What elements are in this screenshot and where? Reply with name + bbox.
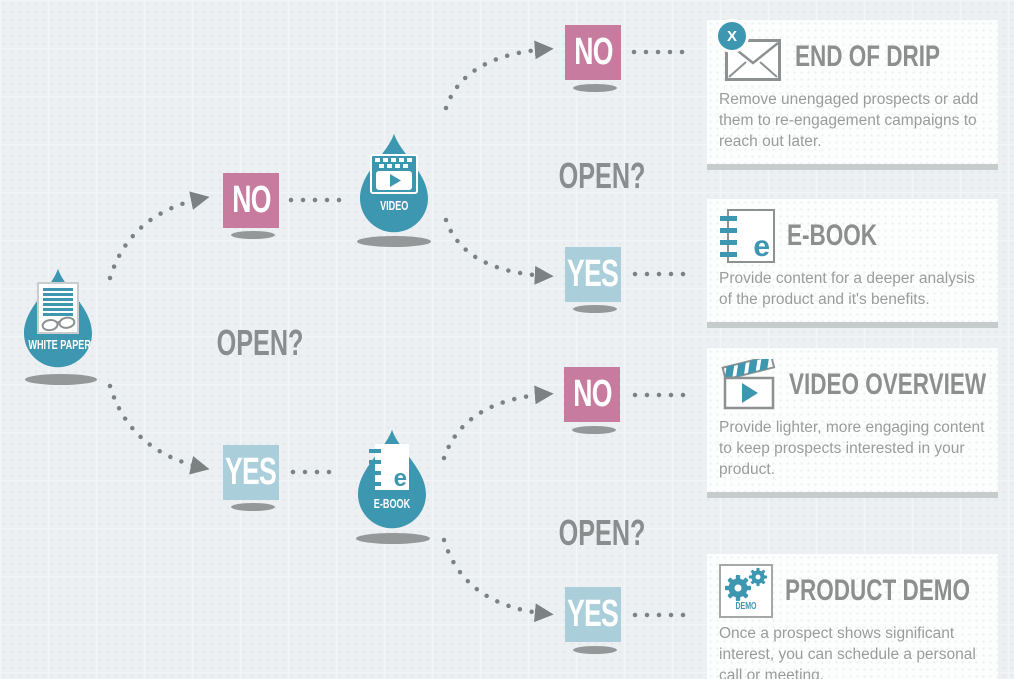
open-question-label: OPEN? (216, 322, 304, 363)
demo-label: DEMO (735, 601, 757, 612)
card-description: Provide content for a deeper analysis of… (719, 270, 975, 308)
outcome-card-video-overview: VIDEO OVERVIEW Provide lighter, more eng… (707, 348, 998, 498)
yes-label: YES (567, 253, 619, 295)
card-title: E-BOOK (787, 219, 877, 252)
droplet-label: VIDEO (379, 198, 409, 213)
outcome-card-ebook: e E-BOOK Provide content for a deeper an… (707, 199, 998, 328)
product-demo-gears-icon: DEMO (719, 564, 773, 618)
card-description: Once a prospect shows significant intere… (719, 625, 976, 679)
card-title: PRODUCT DEMO (785, 574, 971, 607)
decision-no-video: NO (565, 25, 621, 80)
white-paper-droplet: WHITE PAPER (15, 267, 101, 369)
no-label: NO (573, 31, 613, 73)
decision-shadow (573, 646, 617, 654)
ebook-letter: e (753, 230, 770, 263)
ebook-icon: e (720, 209, 775, 263)
open-question-label: OPEN? (558, 155, 646, 196)
outcome-card-end-of-drip: X END OF DRIP Remove unengaged prospects… (707, 19, 998, 170)
yes-label: YES (225, 451, 277, 493)
decision-yes-video: YES (565, 247, 621, 302)
droplet-shadow (25, 374, 97, 385)
no-label: NO (572, 373, 612, 415)
decision-no-ebook: NO (564, 367, 620, 422)
card-description: Provide lighter, more engaging content t… (719, 419, 985, 478)
video-clapperboard-icon (370, 154, 418, 194)
video-clapperboard-icon (721, 359, 776, 410)
droplet-shadow (356, 533, 430, 544)
outcome-card-product-demo: DEMO PRODUCT DEMO Once a prospect shows … (707, 554, 998, 679)
droplet-label: WHITE PAPER (28, 337, 91, 352)
ebook-page-icon: e (369, 444, 409, 492)
decision-shadow (572, 426, 616, 434)
close-badge-icon: X (715, 19, 749, 53)
decision-shadow (573, 305, 617, 313)
decision-shadow (573, 84, 617, 92)
end-of-drip-envelope-icon: X (715, 19, 783, 81)
decision-yes-level1: YES (223, 445, 279, 500)
droplet-label: E-BOOK (373, 496, 411, 511)
yes-label: YES (567, 593, 619, 635)
decision-no-level1: NO (223, 173, 279, 228)
decision-shadow (231, 231, 275, 239)
card-description: Remove unengaged prospects or add them t… (719, 91, 979, 150)
ebook-droplet: e E-BOOK (349, 428, 435, 530)
decision-shadow (231, 503, 275, 511)
droplet-shadow (357, 236, 431, 247)
open-question-label: OPEN? (558, 512, 646, 553)
video-droplet: VIDEO (351, 132, 437, 234)
ebook-letter: e (393, 465, 407, 492)
card-title: VIDEO OVERVIEW (789, 368, 987, 401)
white-paper-document-icon (37, 282, 79, 334)
no-label: NO (231, 179, 271, 221)
card-title: END OF DRIP (795, 40, 941, 73)
decision-yes-ebook: YES (565, 587, 621, 642)
